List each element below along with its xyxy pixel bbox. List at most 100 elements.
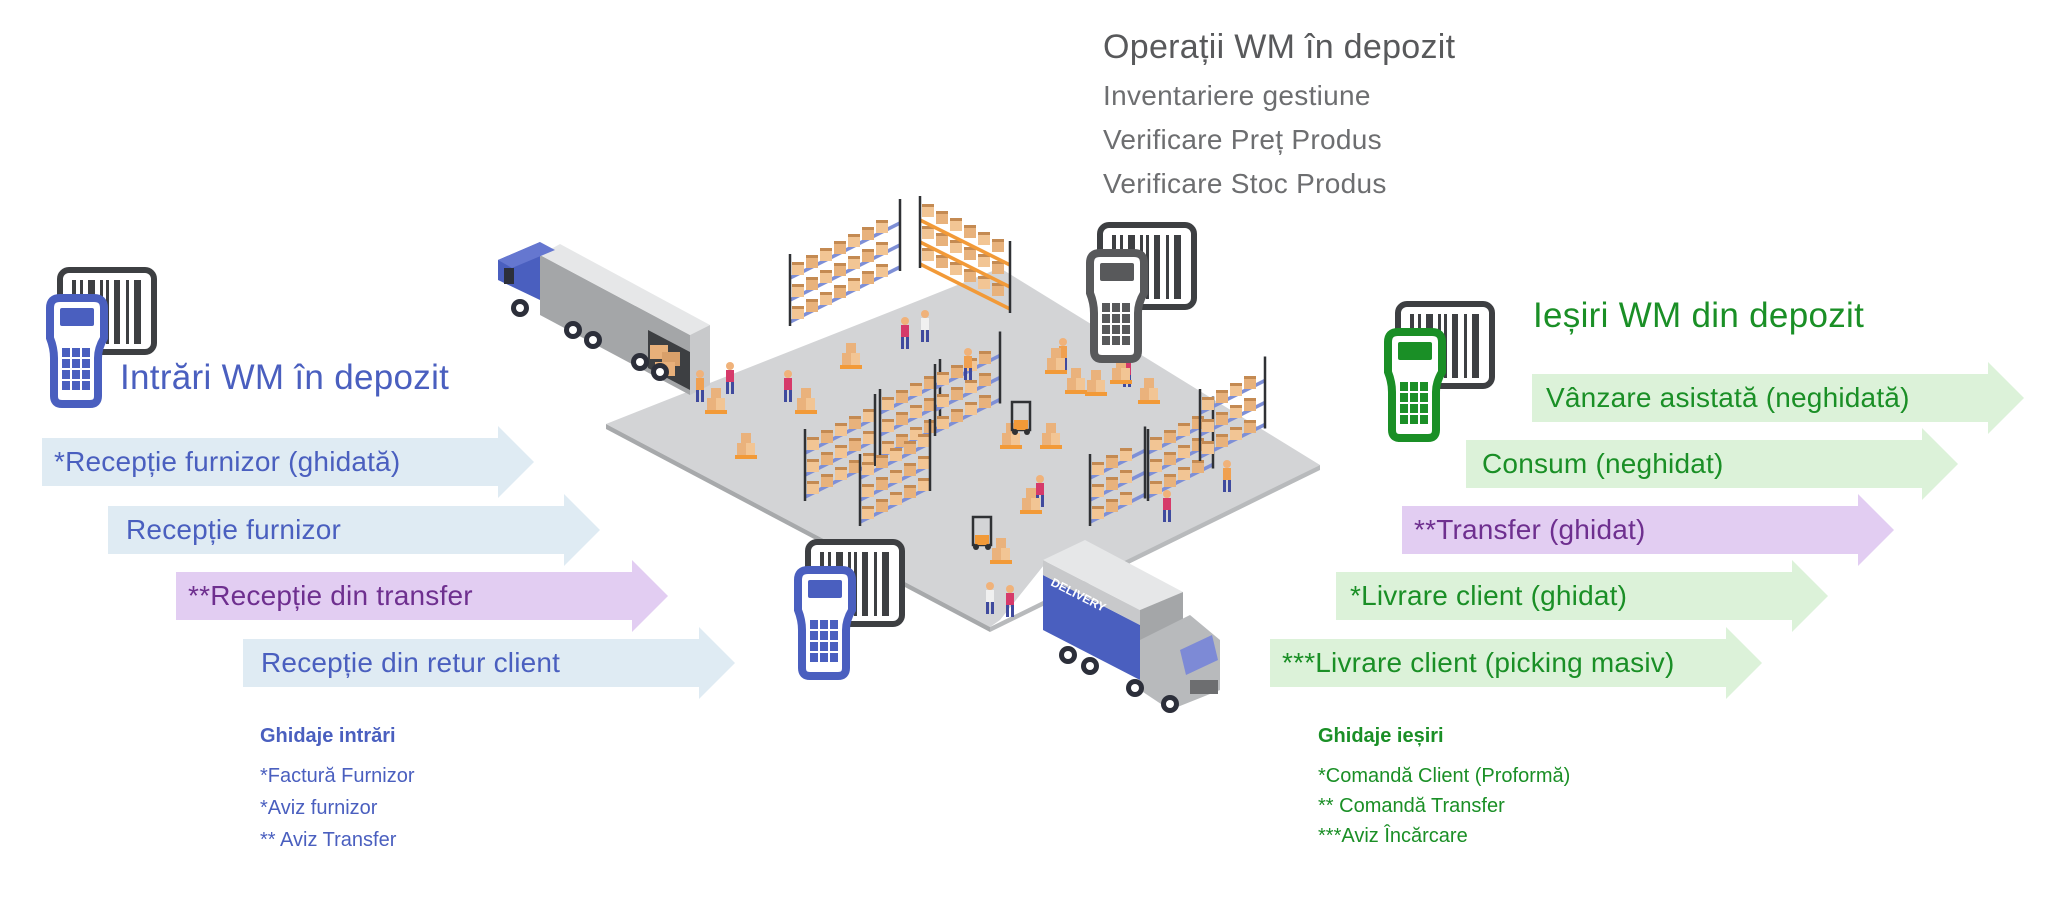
keypad-key — [830, 642, 838, 651]
shelf-rack — [1146, 396, 1215, 501]
keypad-key — [1410, 415, 1418, 424]
pallet-boxes — [1138, 378, 1160, 404]
arrow-label: Recepție din retur client — [261, 647, 561, 678]
keypad-key — [1102, 336, 1110, 345]
keypad-key — [820, 631, 828, 640]
shelf-rack — [1088, 426, 1147, 526]
keypad-key — [1122, 314, 1130, 323]
forklift — [1010, 400, 1032, 435]
keypad-key — [72, 348, 80, 357]
outbound-guide-item: *Comandă Client (Proformă) — [1318, 765, 1571, 787]
inbound-guide-item: *Factură Furnizor — [260, 765, 415, 787]
worker — [986, 582, 994, 614]
keypad-key — [1112, 314, 1120, 323]
barcode-bar — [1464, 314, 1467, 378]
barcode-scanner-icon-gray — [1086, 222, 1197, 363]
worker — [1223, 460, 1231, 492]
keypad-key — [62, 381, 70, 390]
truck-left — [498, 242, 710, 395]
outbound-guide-item: ***Aviz Încărcare — [1318, 825, 1468, 847]
shelf-rack — [788, 199, 902, 326]
shelf-rack — [858, 419, 932, 526]
operation-item: Verificare Preț Produs — [1103, 124, 1382, 155]
keypad-key — [810, 642, 818, 651]
barcode-bar — [1174, 235, 1181, 299]
keypad-key — [1400, 393, 1408, 402]
worker — [964, 348, 972, 380]
outbound-title: Ieșiri WM din depozit — [1533, 296, 1865, 335]
worker — [726, 362, 734, 394]
pallet-boxes — [1020, 488, 1042, 514]
keypad-key — [1112, 325, 1120, 334]
keypad-key — [1122, 336, 1130, 345]
inbound-title: Intrări WM în depozit — [120, 358, 450, 397]
worker — [1163, 490, 1171, 522]
arrow-label: Consum (neghidat) — [1482, 448, 1724, 479]
inbound-guide-item: *Aviz furnizor — [260, 797, 378, 819]
pallet-boxes — [1045, 348, 1067, 374]
barcode-scanner-icon-green — [1384, 301, 1495, 442]
keypad-key — [1420, 404, 1428, 413]
operation-item: Inventariere gestiune — [1103, 80, 1371, 111]
keypad-key — [820, 653, 828, 662]
shelf-rack — [933, 331, 1002, 436]
keypad-key — [810, 620, 818, 629]
worker — [1006, 585, 1014, 617]
keypad-key — [1410, 382, 1418, 391]
pallet-boxes — [705, 388, 727, 414]
worker — [696, 370, 704, 402]
keypad-key — [1122, 303, 1130, 312]
keypad-key — [810, 653, 818, 662]
keypad-key — [820, 620, 828, 629]
keypad-key — [62, 359, 70, 368]
barcode-bar — [1154, 235, 1160, 299]
barcode-bar — [862, 552, 868, 616]
operations-title: Operații WM în depozit — [1103, 28, 1456, 66]
keypad-key — [810, 631, 818, 640]
shelf-rack — [1198, 356, 1267, 461]
arrow-label: *Livrare client (ghidat) — [1350, 580, 1628, 611]
keypad-key — [82, 359, 90, 368]
barcode-bar — [882, 552, 889, 616]
pallet-boxes — [735, 433, 757, 459]
forklift — [971, 515, 993, 550]
pallet-boxes — [1040, 423, 1062, 449]
pallet-boxes — [840, 343, 862, 369]
pallet-boxes — [1085, 370, 1107, 396]
pallet-boxes — [795, 388, 817, 414]
keypad-key — [1400, 415, 1408, 424]
truck-delivery: DELIVERY — [1043, 540, 1220, 713]
shelf-racks — [788, 196, 1267, 526]
arrow-label: **Transfer (ghidat) — [1414, 514, 1646, 545]
keypad-key — [82, 381, 90, 390]
pallet-boxes — [990, 538, 1012, 564]
keypad-key — [1102, 303, 1110, 312]
keypad-key — [62, 348, 70, 357]
keypad-key — [1102, 314, 1110, 323]
barcode-scanner-icon-blue-center — [794, 539, 905, 680]
worker — [784, 370, 792, 402]
barcode-scanner-icon-blue — [46, 267, 157, 408]
keypad-key — [1400, 404, 1408, 413]
barcode-bar — [126, 280, 129, 344]
barcode-bar — [1166, 235, 1169, 299]
keypad-key — [1122, 325, 1130, 334]
barcode-bar — [134, 280, 141, 344]
pallet-boxes — [1065, 368, 1087, 394]
keypad-key — [1400, 382, 1408, 391]
keypad-key — [72, 381, 80, 390]
keypad-key — [72, 359, 80, 368]
barcode-bar — [1452, 314, 1458, 378]
keypad-key — [1102, 325, 1110, 334]
arrow-label: Vânzare asistată (neghidată) — [1546, 382, 1910, 413]
keypad-key — [1112, 336, 1120, 345]
shelf-rack — [918, 196, 1012, 313]
workers-and-pallets — [696, 310, 1231, 617]
inbound-guide-item: ** Aviz Transfer — [260, 829, 397, 851]
keypad-key — [1410, 404, 1418, 413]
warehouse-floor — [606, 268, 1320, 632]
shelf-rack — [803, 394, 877, 501]
keypad-key — [82, 348, 90, 357]
inbound-guides-title: Ghidaje intrări — [260, 725, 396, 747]
shelf-rack — [878, 359, 942, 461]
